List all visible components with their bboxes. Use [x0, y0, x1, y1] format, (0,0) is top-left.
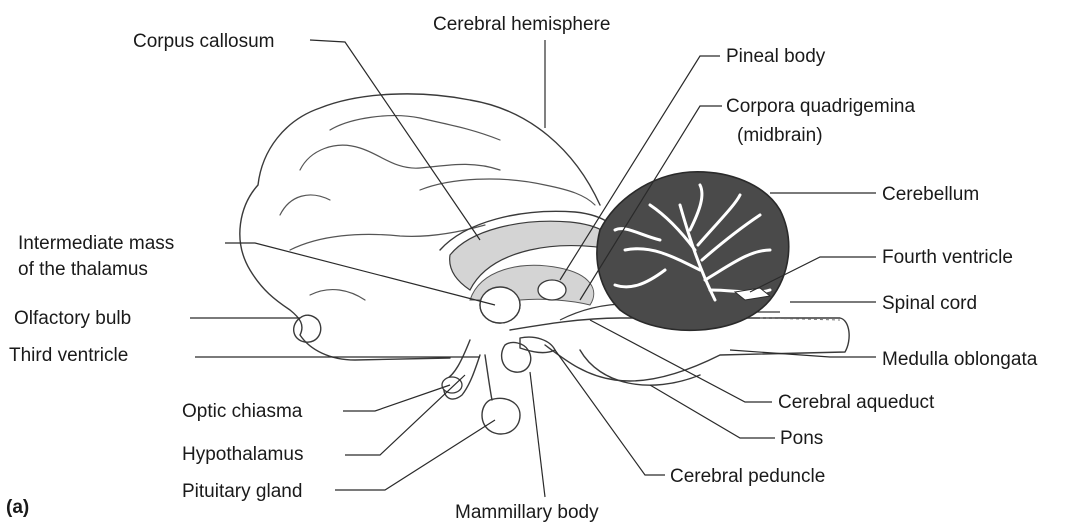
- figure-label: (a): [6, 497, 29, 518]
- label-hypothalamus: Hypothalamus: [182, 444, 303, 465]
- label-fourth-ventricle: Fourth ventricle: [882, 247, 1013, 268]
- pituitary-gland-shape: [482, 398, 520, 434]
- label-cerebellum: Cerebellum: [882, 184, 979, 205]
- hemisphere-gyrus-5: [310, 290, 365, 300]
- pineal-body-shape: [538, 280, 566, 300]
- leader-corpus-callosum: [310, 40, 480, 240]
- label-intermediate-mass-1: Intermediate mass: [18, 233, 174, 254]
- label-pons: Pons: [780, 428, 823, 449]
- leader-optic-chiasma: [343, 385, 450, 411]
- hemisphere-gyrus-6: [420, 179, 595, 205]
- label-corpora-quadrigemina-1: Corpora quadrigemina: [726, 96, 915, 117]
- label-pituitary-gland: Pituitary gland: [182, 481, 302, 502]
- label-cerebral-hemisphere: Cerebral hemisphere: [433, 14, 610, 35]
- thalamus-mass: [480, 287, 520, 323]
- hemisphere-gyrus-4: [290, 225, 485, 250]
- mammillary-body-shape: [502, 343, 531, 373]
- leader-pons: [650, 385, 775, 438]
- leader-cerebral-aqueduct: [590, 320, 772, 402]
- label-cerebral-peduncle: Cerebral peduncle: [670, 466, 825, 487]
- hemisphere-gyrus-1: [330, 116, 500, 140]
- label-optic-chiasma: Optic chiasma: [182, 401, 303, 422]
- label-cerebral-aqueduct: Cerebral aqueduct: [778, 392, 935, 413]
- label-mammillary-body: Mammillary body: [455, 502, 599, 523]
- label-olfactory-bulb: Olfactory bulb: [14, 308, 131, 329]
- optic-chiasma-shape: [442, 377, 462, 393]
- label-corpora-quadrigemina-2: (midbrain): [737, 125, 823, 146]
- label-intermediate-mass-2: of the thalamus: [18, 259, 148, 280]
- cerebral-peduncle-shape: [520, 337, 555, 352]
- label-pineal-body: Pineal body: [726, 46, 826, 67]
- label-corpus-callosum: Corpus callosum: [133, 31, 275, 52]
- label-spinal-cord: Spinal cord: [882, 293, 977, 314]
- infundibulum: [485, 355, 492, 400]
- label-medulla-oblongata: Medulla oblongata: [882, 349, 1038, 370]
- label-third-ventricle: Third ventricle: [9, 345, 128, 366]
- leader-mammillary-body: [530, 372, 545, 497]
- leader-cerebral-peduncle: [555, 350, 665, 475]
- hemisphere-gyrus-3: [280, 195, 330, 215]
- hemisphere-gyrus-2: [300, 145, 500, 170]
- olfactory-bulb-shape: [294, 315, 321, 342]
